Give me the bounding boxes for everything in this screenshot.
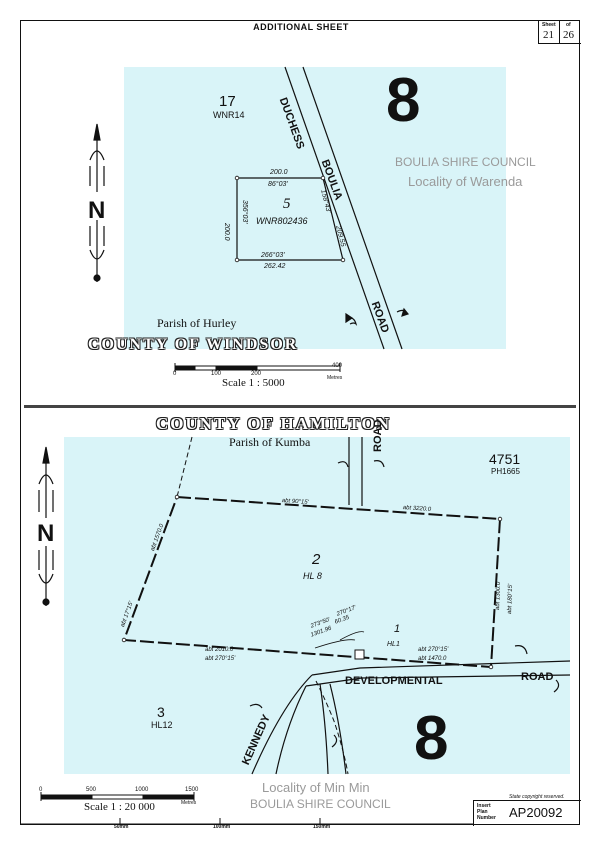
lot-3-ref: HL12 [151, 720, 173, 730]
plan-number: AP20092 [509, 805, 563, 820]
b-bottom-right-bearing: abt 270°15' [418, 647, 449, 653]
dim-left: 200.0 [223, 223, 230, 241]
developmental-road [305, 660, 571, 687]
top-council: BOULIA SHIRE COUNCIL [395, 155, 536, 169]
plan-number-box: Insert Plan Number AP20092 [473, 800, 581, 826]
lot-1-label: 1 [394, 623, 401, 635]
sheet-no: 21 [543, 29, 554, 41]
scale-top-unit: Metres [327, 375, 343, 381]
lot-1-ref: HL1 [387, 641, 400, 648]
lot-1-box [354, 649, 365, 660]
bottom-locality: Locality of Min Min [262, 780, 370, 795]
section-divider [24, 405, 576, 408]
kennedy-road [251, 674, 347, 775]
scale-bottom-tick-3: 1500 [185, 787, 199, 793]
parish-hurley: Parish of Hurley [157, 316, 237, 330]
bearing-top: 86°03' [268, 181, 288, 188]
sheet-title: ADDITIONAL SHEET [253, 22, 349, 32]
lot-17-label: 17 [219, 93, 236, 110]
lot-4751-label: 4751 [489, 451, 521, 467]
b-bottom-left-dim: abt 2010.0 [205, 647, 234, 653]
road-east-label: ROAD [521, 671, 554, 683]
lot-2-ref: HL 8 [303, 571, 322, 581]
lot-3-label: 3 [157, 704, 165, 720]
tie-lines [314, 631, 365, 649]
bottom-council: BOULIA SHIRE COUNCIL [250, 797, 391, 811]
ruler-150mm: 150mm [313, 824, 331, 830]
bearing-left: 356°03' [241, 200, 248, 224]
of-label: of [566, 22, 571, 28]
lot-17-ref: WNR14 [213, 110, 245, 120]
scale-bottom-tick-2: 1000 [135, 787, 149, 793]
boulia-duchess-road [284, 66, 403, 350]
county-windsor: COUNTY OF WINDSOR [88, 336, 299, 353]
dim-bottom: 262.42 [264, 263, 286, 270]
b-bottom-right-dim: abt 1470.0 [418, 656, 447, 662]
north-label-top: N [88, 197, 106, 224]
bearing-bottom: 266°03' [261, 252, 285, 259]
scale-top-label: Scale 1 : 5000 [222, 377, 285, 389]
top-big-number: 8 [386, 66, 421, 135]
sheet-total: 26 [563, 29, 574, 41]
north-label-bottom: N [37, 520, 55, 547]
b-right-dim: abt 1300.0 [495, 581, 502, 611]
plan-label-number: Number [477, 815, 496, 821]
road-arrows-top [345, 307, 410, 326]
scale-bottom-tick-0: 0 [39, 787, 43, 793]
scale-top-tick-3: 400 [332, 363, 343, 369]
scale-bottom-label: Scale 1 : 20 000 [84, 801, 155, 813]
sheet-number-box: Sheet of 21 26 [538, 21, 581, 44]
scale-top-tick-2: 200 [251, 371, 262, 377]
road-north-label: ROAD [372, 419, 384, 452]
road-developmental-label: DEVELOPMENTAL [345, 675, 443, 687]
lot-4751-ref: PH1665 [491, 467, 520, 476]
top-locality: Locality of Warenda [408, 174, 523, 189]
scale-bar-top [174, 363, 341, 372]
county-hamilton: COUNTY OF HAMILTON [156, 414, 391, 433]
lot-2-label: 2 [312, 551, 321, 568]
scale-bottom-unit: Metres [181, 800, 197, 806]
scale-bar-bottom [40, 792, 195, 801]
plan-label-plan: Plan [477, 809, 488, 815]
ruler-100mm: 100mm [213, 824, 231, 830]
bottom-map-fill [64, 437, 570, 774]
ruler [20, 818, 473, 825]
parish-kumba: Parish of Kumba [229, 435, 311, 449]
road-north [348, 437, 363, 506]
scale-top-tick-0: 0 [173, 371, 177, 377]
copyright-note: State copyright reserved. [509, 794, 565, 800]
top-map-fill [124, 67, 506, 349]
b-bottom-left-bearing: abt 270°15' [205, 656, 236, 662]
north-arrow-top [86, 123, 108, 282]
lot-5-label: 5 [283, 196, 291, 212]
sheet-label: Sheet [542, 22, 556, 28]
dim-top: 200.0 [270, 169, 288, 176]
lot-5-ref: WNR802436 [256, 216, 308, 226]
bottom-big-number: 8 [414, 704, 449, 773]
b-right-bearing: abt 180°15' [507, 583, 515, 615]
road-arrows-bottom [249, 460, 560, 748]
scale-bottom-tick-1: 500 [86, 787, 97, 793]
ruler-50mm: 50mm [114, 824, 129, 830]
plan-label-insert: Insert [477, 803, 491, 809]
scale-top-tick-1: 100 [211, 371, 222, 377]
north-arrow-bottom [35, 446, 57, 606]
